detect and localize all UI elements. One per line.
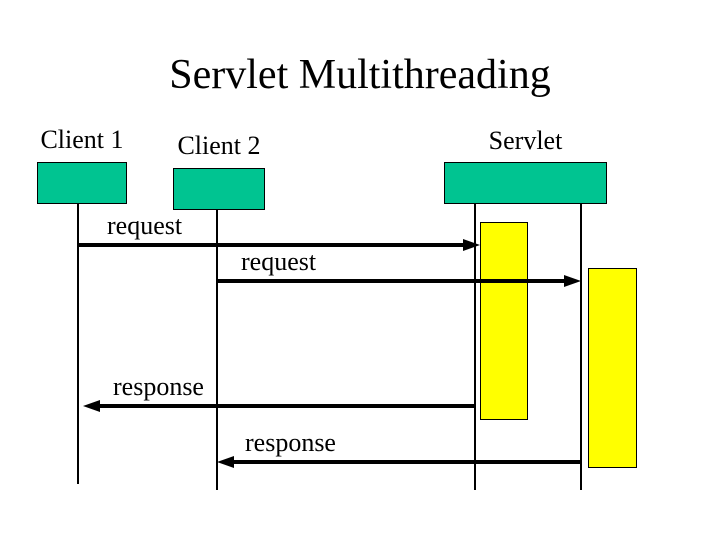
activation-bar-thread1 <box>480 222 528 420</box>
actor-box-client2 <box>173 168 265 210</box>
arrow-response-servlet-to-client2 <box>217 456 581 468</box>
message-label-request2: request <box>241 247 317 276</box>
actor-label-client1: Client 1 <box>40 125 124 154</box>
arrow-shaft <box>98 404 475 408</box>
lifeline-servlet-thread1 <box>474 204 476 490</box>
arrow-shaft <box>232 460 581 464</box>
arrow-response-servlet-to-client1 <box>83 400 475 412</box>
lifeline-client2 <box>216 209 218 490</box>
arrowhead-right-icon <box>463 239 480 251</box>
lifeline-servlet-thread2 <box>580 204 582 490</box>
lifeline-client1 <box>77 203 79 484</box>
activation-bar-thread2 <box>588 268 637 468</box>
actor-box-client1 <box>37 162 127 204</box>
actor-label-client2: Client 2 <box>177 131 261 160</box>
actor-label-servlet: Servlet <box>488 126 563 155</box>
arrowhead-left-icon <box>83 400 100 412</box>
arrow-shaft <box>79 243 465 247</box>
arrowhead-left-icon <box>217 456 234 468</box>
arrowhead-right-icon <box>564 275 581 287</box>
message-label-request1: request <box>107 211 183 240</box>
slide-title: Servlet Multithreading <box>169 52 551 98</box>
arrow-request-client1-to-servlet <box>79 239 480 251</box>
message-label-response1: response <box>113 372 204 401</box>
arrow-shaft <box>218 279 566 283</box>
arrow-request-client2-to-servlet <box>218 275 581 287</box>
actor-box-servlet <box>444 162 607 204</box>
message-label-response2: response <box>245 428 336 457</box>
